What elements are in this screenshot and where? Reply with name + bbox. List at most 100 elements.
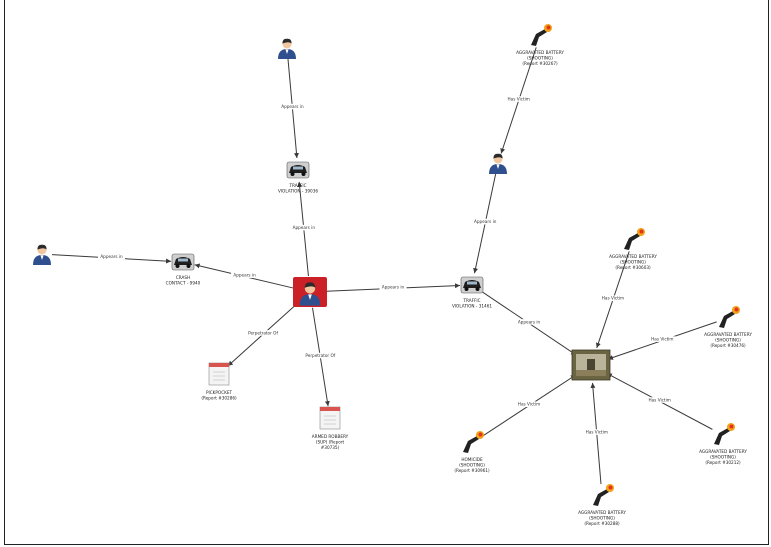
person-hair xyxy=(37,244,47,250)
person-hair xyxy=(493,153,503,159)
edge-gun_r2-photo: Has Victim xyxy=(607,321,717,360)
edge-label-background xyxy=(599,295,627,302)
node-gun_r1[interactable]: AGGRAVATED BATTERY(SHOOTING)(Report #306… xyxy=(609,228,657,270)
person-collar xyxy=(285,49,289,54)
vehicle-wheel xyxy=(175,264,180,268)
node-label-line: AGGRAVATED BATTERY xyxy=(704,332,752,337)
edge-car3-photo: Appears in xyxy=(481,291,577,356)
node-label-line: HOMICIDE xyxy=(461,457,483,462)
person-hair xyxy=(304,282,316,288)
node-p_right[interactable] xyxy=(489,153,507,174)
node-label-line: VIOLATION - 31461 xyxy=(452,303,492,308)
edge-label: Appears in xyxy=(100,254,123,259)
edge-label: Appears in xyxy=(293,225,316,230)
node-label-line: (Report #30476) xyxy=(710,343,746,348)
person-collar xyxy=(40,255,44,260)
node-gun_b[interactable]: AGGRAVATED BATTERY(SHOOTING)(Report #302… xyxy=(578,484,626,526)
edge-label: Has Victim xyxy=(651,337,673,342)
node-gun_top[interactable]: AGGRAVATED BATTERY(SHOOTING)(Report #302… xyxy=(516,24,564,66)
edge-label: Perpetrator Of xyxy=(305,353,335,358)
node-label-line: AGGRAVATED BATTERY xyxy=(516,50,564,55)
node-label-line: ARMED ROBBERY xyxy=(312,434,349,439)
edge-label-background xyxy=(648,336,676,342)
node-p_left[interactable] xyxy=(33,244,51,265)
edge-label: Has Victim xyxy=(508,96,530,101)
vehicle-windshield xyxy=(293,166,303,170)
edge-label-background xyxy=(471,218,499,225)
edge-label-background xyxy=(98,253,126,260)
edge-label-background xyxy=(515,401,543,408)
node-label-line: CRASH xyxy=(176,275,190,280)
edge-gun_top-p_right: Has Victim xyxy=(500,47,537,154)
edge-label: Appears in xyxy=(518,319,541,324)
node-label-line: (Report #30961) xyxy=(454,468,490,473)
edge-center-car1: Appears in xyxy=(290,181,318,277)
node-label-line: (SHOOTING) xyxy=(715,337,741,342)
edge-gun_l-photo: Has Victim xyxy=(481,374,577,437)
node-gun_r2[interactable]: AGGRAVATED BATTERY(SHOOTING)(Report #304… xyxy=(704,306,752,348)
node-p_top[interactable] xyxy=(278,38,296,59)
edge-center-doc1: Perpetrator Of xyxy=(227,302,299,367)
node-photo[interactable] xyxy=(571,349,611,381)
muzzle-flash-core xyxy=(478,432,483,437)
edge-label-background xyxy=(290,224,318,231)
node-label-line: (Report #30267) xyxy=(522,61,558,66)
muzzle-flash-core xyxy=(729,424,734,429)
muzzle-flash-core xyxy=(608,485,613,490)
photo-ground xyxy=(576,370,606,376)
node-doc2[interactable]: ARMED ROBBERY(SUP) (Report#30735) xyxy=(312,406,349,450)
edges-layer: Appears in Appears in Appears in Appears in… xyxy=(51,47,717,485)
edge-center-doc2: Perpetrator Of xyxy=(302,307,339,407)
gun-shape xyxy=(719,311,735,328)
node-label-line: (SHOOTING) xyxy=(459,462,485,467)
edge-label-background xyxy=(505,96,533,102)
node-label-line: (SHOOTING) xyxy=(710,454,736,459)
gun-shape xyxy=(531,29,547,46)
node-label-line: (SUP) (Report xyxy=(316,439,345,444)
vehicle-windshield xyxy=(467,281,477,285)
document-header-band xyxy=(320,407,340,411)
vehicle-wheel xyxy=(475,287,480,291)
edge-label-background xyxy=(515,319,543,325)
node-label-line: (Report #30286) xyxy=(201,395,237,400)
edge-p_left-car2: Appears in xyxy=(51,253,172,264)
node-label-line: (Report #30288) xyxy=(584,521,620,526)
gun-shape xyxy=(624,233,640,250)
muzzle-flash-core xyxy=(734,307,739,312)
edge-gun_r1-photo: Has Victim xyxy=(595,251,630,349)
edge-label-background xyxy=(646,397,674,403)
vehicle-windshield xyxy=(178,258,188,262)
node-gun_l[interactable]: HOMICIDE(SHOOTING)(Report #30961) xyxy=(454,431,490,473)
node-label-line: TRAFFIC xyxy=(462,298,480,303)
edge-gun_b-photo: Has Victim xyxy=(583,382,611,485)
node-label-line: (SHOOTING) xyxy=(527,55,553,60)
edge-label: Has Victim xyxy=(602,296,624,301)
vehicle-wheel xyxy=(290,172,295,176)
node-gun_r3[interactable]: AGGRAVATED BATTERY(SHOOTING)(Report #302… xyxy=(699,423,747,465)
person-collar xyxy=(308,294,312,300)
edge-label: Has Victim xyxy=(648,397,670,402)
node-label-line: (Report #30212) xyxy=(705,460,741,465)
edge-label-background xyxy=(278,103,306,110)
node-label-line: PICKPOCKET xyxy=(206,390,233,395)
edge-label-background xyxy=(379,284,407,290)
gun-shape xyxy=(714,428,730,445)
edge-label-background xyxy=(583,429,611,435)
node-center[interactable] xyxy=(293,277,327,307)
edge-label-background xyxy=(231,272,259,278)
node-doc1[interactable]: PICKPOCKET(Report #30286) xyxy=(201,362,237,400)
node-label-line: (SHOOTING) xyxy=(620,259,646,264)
node-label-line: AGGRAVATED BATTERY xyxy=(699,449,747,454)
edge-label: Appears in xyxy=(382,284,405,289)
edge-center-car3: Appears in xyxy=(325,283,461,292)
edge-label: Perpetrator Of xyxy=(248,330,278,335)
gun-shape xyxy=(593,489,609,506)
node-label-line: TRAFFIC xyxy=(288,183,306,188)
node-label-line: CONTACT - 9940 xyxy=(166,280,201,285)
